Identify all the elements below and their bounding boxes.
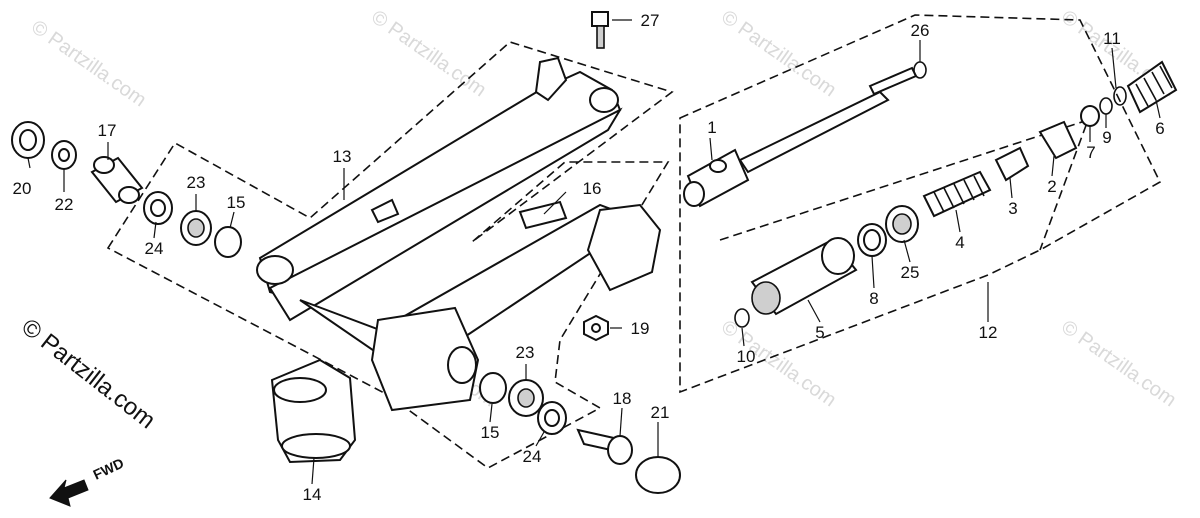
callout-6: 6 <box>1155 119 1164 138</box>
callout-23-left: 23 <box>187 173 206 192</box>
cap-15-left <box>214 226 242 258</box>
callout-12: 12 <box>979 323 998 342</box>
callout-1: 1 <box>707 118 716 137</box>
callout-23-right: 23 <box>516 343 535 362</box>
callout-20: 20 <box>13 179 32 198</box>
callout-7: 7 <box>1086 143 1095 162</box>
swingarm-group-outline <box>106 41 674 469</box>
bolt-27 <box>591 11 609 49</box>
callout-13: 13 <box>333 147 352 166</box>
bearing-23-right <box>508 379 544 417</box>
shim-7 <box>1080 105 1100 127</box>
driveshaft-inner-outline <box>719 118 1090 251</box>
watermark-vertical: © Partzilla.com <box>16 313 160 434</box>
callout-16: 16 <box>583 179 602 198</box>
plate-16 <box>518 200 568 230</box>
watermark: © Partzilla.com <box>1057 316 1180 411</box>
cap-15-right <box>479 372 507 404</box>
callout-10: 10 <box>737 347 756 366</box>
driveshaft-group-outline <box>679 14 1162 394</box>
callout-26: 26 <box>911 21 930 40</box>
spring-6 <box>1126 60 1178 114</box>
callout-9: 9 <box>1102 128 1111 147</box>
gear-2 <box>1038 120 1078 160</box>
callout-15-left: 15 <box>227 193 246 212</box>
forward-indicator: FWD <box>49 455 127 507</box>
cam-3 <box>994 146 1030 182</box>
shaft-housing-5 <box>750 237 858 316</box>
nut-19 <box>583 314 609 342</box>
cap-21 <box>635 456 681 494</box>
drive-shaft-1 <box>683 66 918 208</box>
swingarm-13 <box>256 56 662 412</box>
callout-15-right: 15 <box>481 423 500 442</box>
watermark: © Partzilla.com <box>717 6 840 101</box>
bearing-23-left <box>180 210 212 246</box>
callout-27: 27 <box>641 11 660 30</box>
callout-14: 14 <box>303 485 322 504</box>
callout-25: 25 <box>901 263 920 282</box>
spring-4 <box>922 170 992 218</box>
callout-22: 22 <box>55 195 74 214</box>
circlip-10 <box>734 308 750 328</box>
callout-17: 17 <box>98 121 117 140</box>
callout-2: 2 <box>1047 177 1056 196</box>
callout-24-left: 24 <box>145 239 164 258</box>
bearing-25 <box>885 205 919 243</box>
washer-22 <box>51 140 77 170</box>
oil-seal-8 <box>857 223 887 257</box>
fwd-label: FWD <box>91 455 127 483</box>
fwd-arrow-icon <box>49 479 89 507</box>
callout-4: 4 <box>955 233 964 252</box>
callout-19: 19 <box>631 319 650 338</box>
leader-lines <box>27 19 1161 485</box>
pivot-shaft-17 <box>90 156 144 204</box>
seal-24-right <box>537 401 567 435</box>
washer-9 <box>1099 97 1113 115</box>
callout-18: 18 <box>613 389 632 408</box>
nut-20 <box>11 121 45 159</box>
bolt-18 <box>576 428 633 465</box>
seal-24-left <box>143 191 173 225</box>
callout-24-right: 24 <box>523 447 542 466</box>
callout-3: 3 <box>1008 199 1017 218</box>
callout-5: 5 <box>815 323 824 342</box>
watermark: © Partzilla.com <box>367 6 490 101</box>
callout-labels: 1 2 3 4 5 6 7 8 9 10 11 12 13 14 15 15 1… <box>13 11 1165 504</box>
watermark: © Partzilla.com <box>27 16 150 111</box>
boot-14 <box>270 358 357 464</box>
callout-21: 21 <box>651 403 670 422</box>
clip-11 <box>1113 86 1127 106</box>
circlip-26 <box>913 61 927 79</box>
callout-11: 11 <box>1103 29 1121 48</box>
callout-8: 8 <box>869 289 878 308</box>
